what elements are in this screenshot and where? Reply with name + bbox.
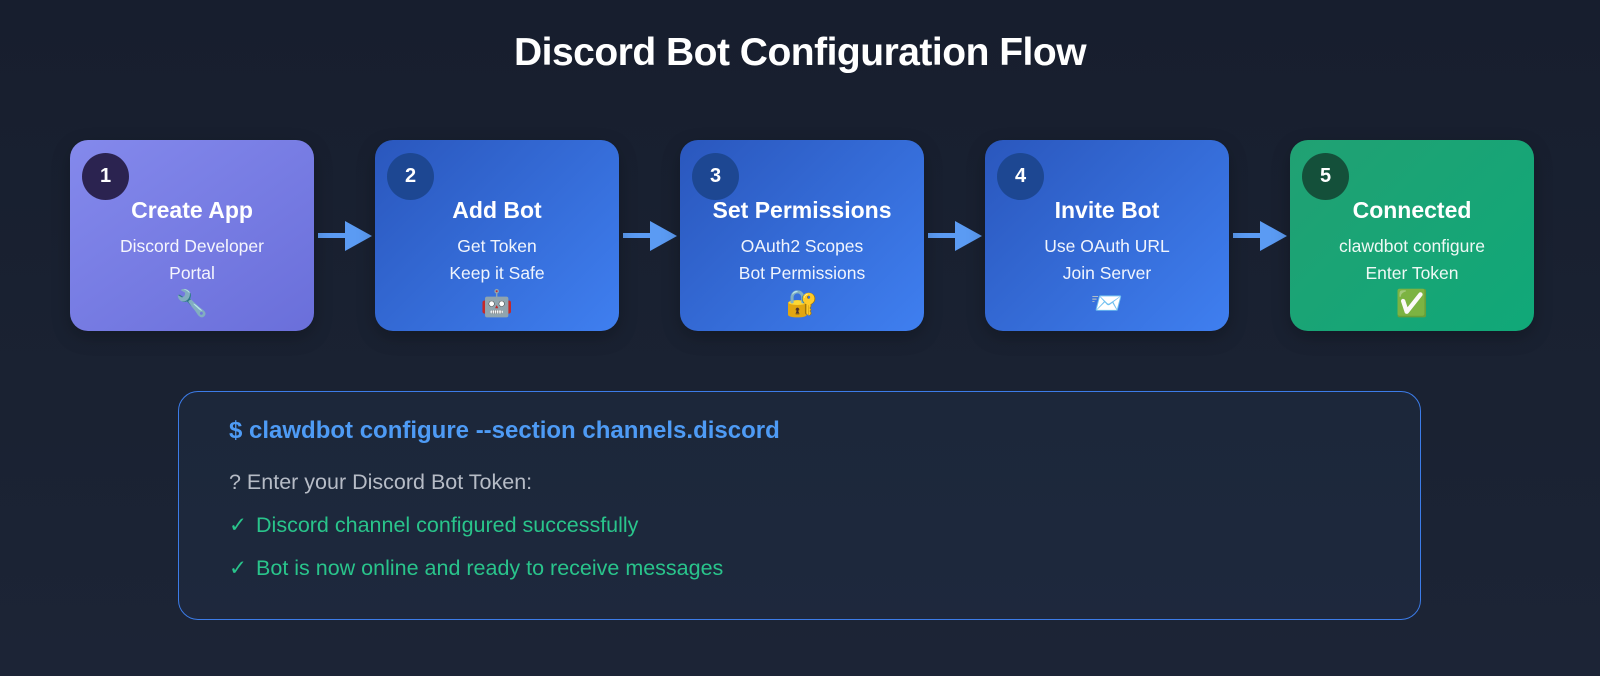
robot-icon: 🤖 [480, 288, 514, 318]
page-title: Discord Bot Configuration Flow [513, 31, 1087, 74]
flow-arrow-icon [314, 140, 375, 331]
check-mark-button-icon: ✅ [1395, 288, 1429, 318]
step-detail: Keep it Safe [449, 263, 545, 283]
step-detail: Get Token [457, 236, 537, 256]
flow-arrow-icon [924, 140, 985, 331]
flow-arrow-icon [619, 140, 680, 331]
success-text: Discord channel configured successfully [256, 513, 639, 537]
terminal-success-line: ✓ Bot is now online and ready to receive … [229, 554, 1370, 582]
wrench-icon: 🔧 [175, 288, 209, 318]
step-number-badge: 4 [997, 153, 1044, 200]
step-title: Connected [1352, 197, 1472, 223]
flow-diagram: 1 Create App Discord Developer Portal 🔧 … [70, 140, 1534, 331]
terminal-prompt-line: ? Enter your Discord Bot Token: [229, 470, 533, 494]
step-detail: Portal [169, 263, 215, 283]
success-text: Bot is now online and ready to receive m… [256, 556, 724, 580]
step-detail: Use OAuth URL [1044, 236, 1170, 256]
flow-step-add-bot: 2 Add Bot Get Token Keep it Safe 🤖 [375, 140, 619, 331]
envelope-icon: 📨 [1090, 288, 1124, 318]
flow-step-connected: 5 Connected clawdbot configure Enter Tok… [1290, 140, 1534, 331]
step-title: Invite Bot [1054, 197, 1160, 223]
step-detail: clawdbot configure [1339, 236, 1485, 256]
step-title: Set Permissions [712, 197, 892, 223]
check-icon: ✓ [229, 556, 248, 580]
step-title: Add Bot [452, 197, 542, 223]
flow-step-create-app: 1 Create App Discord Developer Portal 🔧 [70, 140, 314, 331]
lock-with-key-icon: 🔐 [785, 288, 819, 318]
step-number-badge: 3 [692, 153, 739, 200]
step-number-badge: 5 [1302, 153, 1349, 200]
step-number-badge: 1 [82, 153, 129, 200]
check-icon: ✓ [229, 513, 248, 537]
step-detail: Discord Developer [120, 236, 264, 256]
terminal-output-panel: $ clawdbot configure --section channels.… [178, 391, 1421, 620]
step-detail: OAuth2 Scopes [740, 236, 864, 256]
step-title: Create App [131, 197, 253, 223]
step-detail: Bot Permissions [738, 263, 866, 283]
flow-arrow-icon [1229, 140, 1290, 331]
flow-step-invite-bot: 4 Invite Bot Use OAuth URL Join Server 📨 [985, 140, 1229, 331]
step-detail: Join Server [1062, 263, 1152, 283]
terminal-command-line: $ clawdbot configure --section channels.… [229, 417, 780, 444]
terminal-success-line: ✓ Discord channel configured successfully [229, 511, 1370, 539]
step-number-badge: 2 [387, 153, 434, 200]
flow-step-set-permissions: 3 Set Permissions OAuth2 Scopes Bot Perm… [680, 140, 924, 331]
step-detail: Enter Token [1365, 263, 1459, 283]
